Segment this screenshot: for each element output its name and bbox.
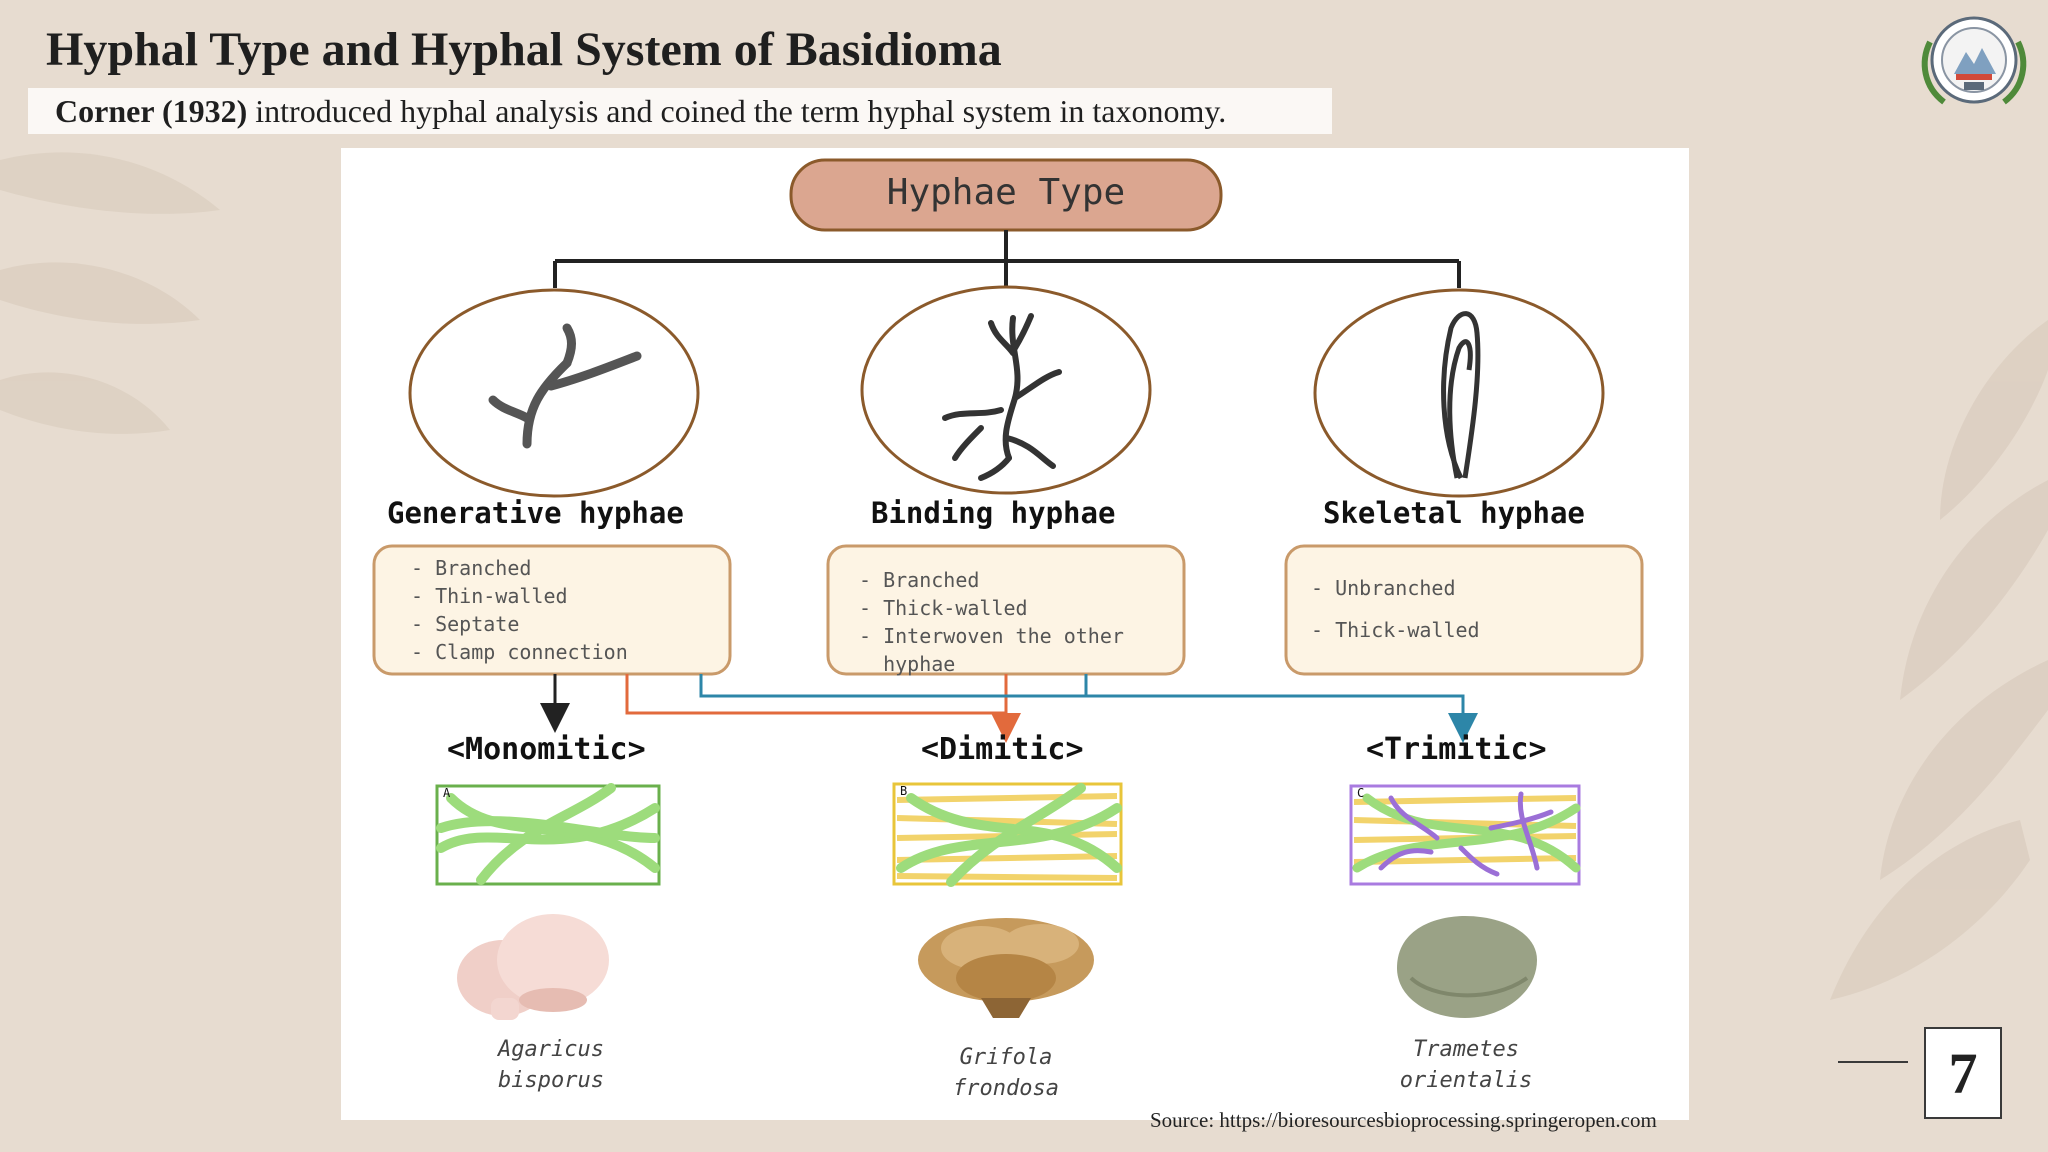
slide-title: Hyphal Type and Hyphal System of Basidio… xyxy=(46,23,1002,76)
binding-hyphae-oval xyxy=(860,285,1152,495)
binding-trait-3: - Interwoven the other xyxy=(859,624,1124,648)
skeletal-hyphae-label: Skeletal hyphae xyxy=(1323,496,1585,530)
species-genus: Agaricus xyxy=(498,1037,604,1062)
monomitic-panel-letter: A xyxy=(443,786,451,800)
species-epithet: orientalis xyxy=(1399,1068,1533,1093)
species-epithet: frondosa xyxy=(953,1076,1059,1101)
skeletal-hyphae-sketch xyxy=(1441,311,1481,480)
species-genus: Grifola xyxy=(959,1045,1053,1070)
generative-hyphae-sketch xyxy=(488,323,642,449)
species-trametes-orientalis: Trametes orientalis xyxy=(1341,1034,1591,1096)
page-number: 7 xyxy=(1924,1027,2002,1119)
generative-hyphae-label: Generative hyphae xyxy=(387,496,684,530)
trametes-orientalis-photo xyxy=(1397,916,1537,1018)
subtitle-banner: Corner (1932) introduced hyphal analysis… xyxy=(28,88,1332,134)
university-seal-logo xyxy=(1921,16,2027,105)
species-epithet: bisporus xyxy=(498,1068,604,1093)
species-agaricus-bisporus: Agaricus bisporus xyxy=(421,1034,681,1096)
monomitic-panel xyxy=(435,783,661,886)
trimitic-panel-letter: C xyxy=(1357,786,1365,800)
skeletal-trait-2: - Thick-walled xyxy=(1311,618,1480,642)
binding-trait-1: - Branched xyxy=(859,568,980,592)
background-leaf-right xyxy=(1830,320,2048,1000)
dimitic-panel-letter: B xyxy=(900,784,908,798)
subtitle-citation: Corner (1932) xyxy=(55,93,248,129)
binding-hyphae-sketch xyxy=(942,313,1062,481)
monomitic-label: <Monomitic> xyxy=(447,732,646,767)
generative-trait-4: - Clamp connection xyxy=(411,640,628,664)
background-leaf-left xyxy=(0,152,220,434)
hyphae-diagram-graphics xyxy=(372,158,1644,1020)
root-node-label: Hyphae Type xyxy=(886,172,1126,213)
hyphae-diagram-figure: Hyphae Type Generative hyphae Binding hy… xyxy=(341,148,1689,1120)
grifola-frondosa-photo xyxy=(918,918,1094,1018)
tree-connectors xyxy=(553,230,1461,288)
species-grifola-frondosa: Grifola frondosa xyxy=(881,1042,1131,1104)
binding-hyphae-label: Binding hyphae xyxy=(871,496,1116,530)
binding-arrow-orange xyxy=(625,674,1021,743)
generative-hyphae-oval xyxy=(408,288,700,498)
generative-traits-card xyxy=(372,544,732,676)
generative-trait-3: - Septate xyxy=(411,612,520,636)
species-genus: Trametes xyxy=(1413,1037,1519,1062)
generative-trait-1: - Branched xyxy=(411,556,532,580)
subtitle-text: introduced hyphal analysis and coined th… xyxy=(247,93,1227,129)
trimitic-label: <Trimitic> xyxy=(1366,732,1547,767)
skeletal-arrow-blue xyxy=(699,674,1478,743)
dimitic-label: <Dimitic> xyxy=(921,732,1084,767)
source-citation: Source: https://bioresourcesbioprocessin… xyxy=(1150,1108,1657,1132)
agaricus-bisporus-photo xyxy=(457,914,609,1020)
binding-trait-4: hyphae xyxy=(859,652,956,676)
skeletal-hyphae-oval xyxy=(1313,288,1605,498)
dimitic-panel xyxy=(892,782,1123,887)
binding-trait-2: - Thick-walled xyxy=(859,596,1028,620)
page-number-rule xyxy=(1838,1061,1908,1063)
trimitic-panel xyxy=(1349,784,1581,886)
generative-trait-2: - Thin-walled xyxy=(411,584,568,608)
skeletal-traits-card xyxy=(1284,544,1644,676)
skeletal-trait-1: - Unbranched xyxy=(1311,576,1456,600)
